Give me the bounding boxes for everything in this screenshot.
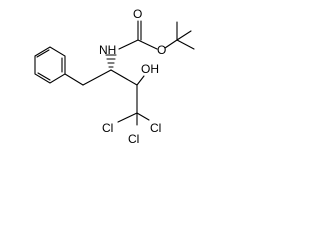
hydroxyl-label: OH <box>141 62 159 76</box>
stereocenter-to-carbinol-bond <box>110 69 138 86</box>
carbon-to-right-chlorine-bond <box>136 112 150 121</box>
tert-butyl-methyl-right <box>176 39 195 50</box>
chlorine-bottom-label: Cl <box>128 132 139 146</box>
ring-to-benzylic-bond <box>64 73 84 86</box>
ester-oxygen-label: O <box>157 43 166 57</box>
carbonyl-oxygen-label: O <box>133 7 142 21</box>
benzylic-to-stereocenter-bond <box>82 69 112 86</box>
chemical-structure-canvas: NH O O OH Cl Cl Cl <box>0 0 225 160</box>
carbinol-to-hydroxyl-bond <box>136 75 145 86</box>
trichloromethyl-group <box>117 112 150 126</box>
chlorine-right-label: Cl <box>150 121 161 135</box>
boc-group <box>118 20 195 50</box>
hashed-wedge-bond <box>105 54 117 68</box>
nitrogen-to-carbonyl-bond <box>118 39 139 50</box>
carbonyl-to-ester-oxygen-bond <box>137 39 158 50</box>
chlorine-left-label: Cl <box>102 121 113 135</box>
carbon-chain <box>64 69 145 114</box>
aromatic-double-bond-bottom <box>37 72 51 81</box>
tert-butyl-methyl-upper-right <box>176 30 192 41</box>
aromatic-double-bond-top <box>36 49 50 58</box>
canvas-background <box>0 0 225 160</box>
carbon-to-left-chlorine-bond <box>117 112 138 123</box>
ester-oxygen-to-tert-butyl-bond <box>164 39 178 49</box>
nitrogen-atom-label: NH <box>99 43 116 57</box>
